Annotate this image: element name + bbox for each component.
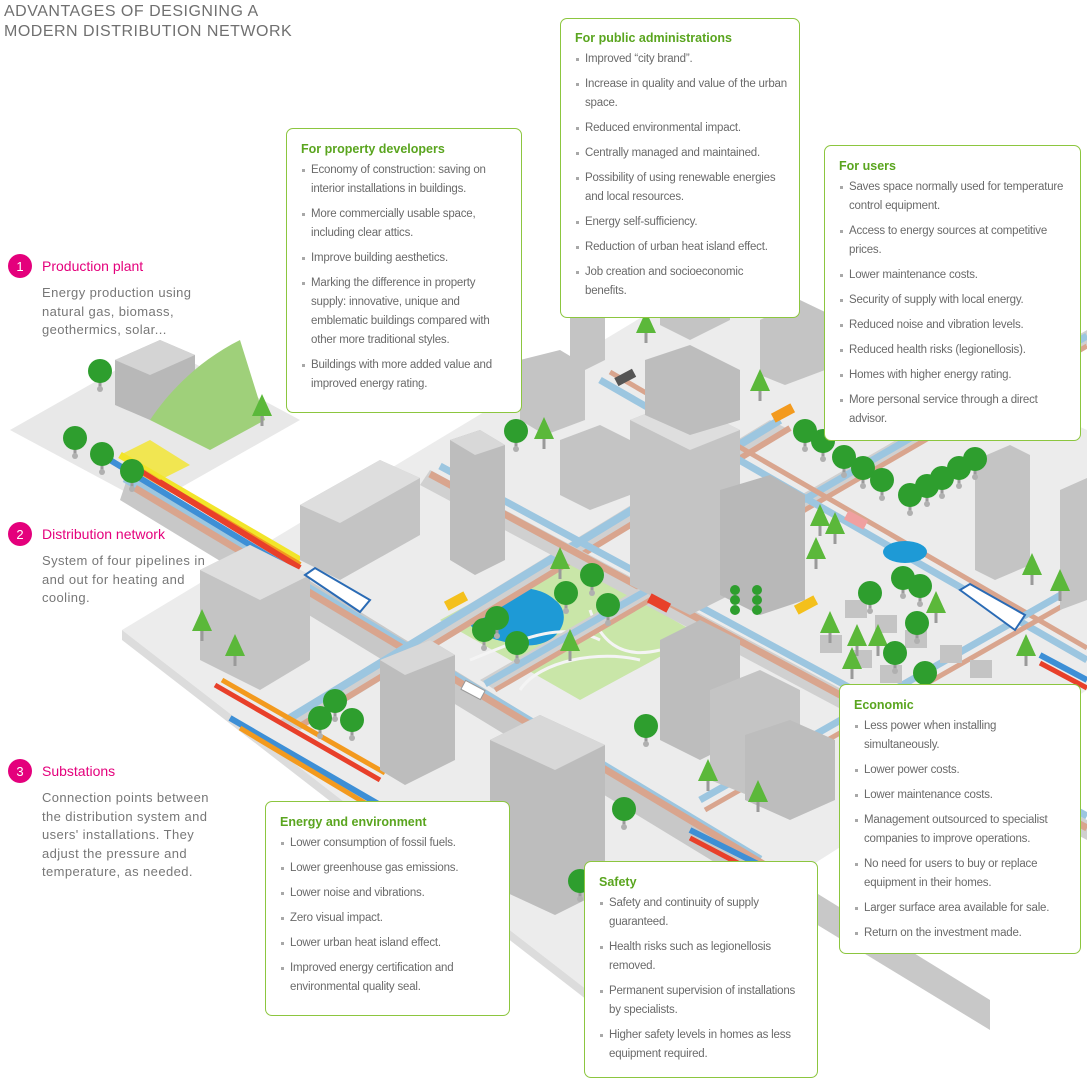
trees (61, 309, 1072, 904)
step-title: Distribution network (42, 526, 165, 542)
step-number-badge: 3 (8, 759, 32, 783)
step-header: 1 Production plant (8, 254, 218, 278)
list-item: Job creation and socioeconomic benefits. (575, 263, 787, 301)
list-item: Lower maintenance costs. (839, 266, 1068, 285)
list-item: Lower maintenance costs. (854, 786, 1068, 805)
list-item: Safety and continuity of supply guarante… (599, 894, 805, 932)
list-item: Lower power costs. (854, 761, 1068, 780)
list-item: Reduced noise and vibration levels. (839, 316, 1068, 335)
page-title: ADVANTAGES OF DESIGNING A MODERN DISTRIB… (4, 2, 324, 42)
list-item: Security of supply with local energy. (839, 291, 1068, 310)
list-item: Improved energy certification and enviro… (280, 959, 497, 997)
page-title-line-2: MODERN DISTRIBUTION NETWORK (4, 23, 293, 40)
card-list: Saves space normally used for temperatur… (839, 178, 1068, 429)
card-list: Economy of construction: saving on inter… (301, 161, 509, 394)
list-item: Higher safety levels in homes as less eq… (599, 1026, 805, 1064)
list-item: Less power when installing simultaneousl… (854, 717, 1068, 755)
page-title-line-1: ADVANTAGES OF DESIGNING A (4, 3, 259, 20)
list-item: Economy of construction: saving on inter… (301, 161, 509, 199)
card-title: For property developers (301, 142, 445, 156)
list-item: Health risks such as legionellosis remov… (599, 938, 805, 976)
step-description: Connection points between the distributi… (42, 790, 209, 879)
list-item: No need for users to buy or replace equi… (854, 855, 1068, 893)
vehicles (303, 368, 1027, 701)
list-item: Buildings with more added value and impr… (301, 356, 509, 394)
list-item: Lower consumption of fossil fuels. (280, 834, 497, 853)
list-item: Access to energy sources at competitive … (839, 222, 1068, 260)
card-users: For users Saves space normally used for … (824, 145, 1081, 441)
step-number-badge: 1 (8, 254, 32, 278)
card-list: Safety and continuity of supply guarante… (599, 894, 805, 1064)
card-title: For public administrations (575, 31, 732, 45)
list-item: Reduced environmental impact. (575, 119, 787, 138)
step-description: System of four pipelines in and out for … (42, 553, 206, 605)
list-item: Energy self-sufficiency. (575, 213, 787, 232)
card-title: For users (839, 159, 896, 173)
step-title: Production plant (42, 258, 144, 274)
card-list: Less power when installing simultaneousl… (854, 717, 1068, 943)
list-item: Marking the difference in property suppl… (301, 274, 509, 350)
list-item: Centrally managed and maintained. (575, 144, 787, 163)
step-title: Substations (42, 763, 116, 779)
list-item: Improved “city brand”. (575, 50, 787, 69)
production-plant-building (115, 340, 265, 480)
card-title: Energy and environment (280, 815, 427, 829)
card-economic: Economic Less power when installing simu… (839, 684, 1081, 954)
list-item: Lower urban heat island effect. (280, 934, 497, 953)
list-item: More commercially usable space, includin… (301, 205, 509, 243)
card-list: Lower consumption of fossil fuels. Lower… (280, 834, 497, 997)
step-header: 2 Distribution network (8, 522, 218, 546)
step-header: 3 Substations (8, 759, 218, 783)
list-item: Management outsourced to specialist comp… (854, 811, 1068, 849)
list-item: Reduction of urban heat island effect. (575, 238, 787, 257)
step-number-badge: 2 (8, 522, 32, 546)
houses (820, 600, 992, 683)
list-item: Lower noise and vibrations. (280, 884, 497, 903)
list-item: Larger surface area available for sale. (854, 899, 1068, 918)
list-item: Zero visual impact. (280, 909, 497, 928)
card-list: Improved “city brand”. Increase in quali… (575, 50, 787, 301)
list-item: Permanent supervision of installations b… (599, 982, 805, 1020)
list-item: Increase in quality and value of the urb… (575, 75, 787, 113)
card-title: Safety (599, 875, 637, 889)
list-item: More personal service through a direct a… (839, 391, 1068, 429)
card-property-developers: For property developers Economy of const… (286, 128, 522, 413)
list-item: Lower greenhouse gas emissions. (280, 859, 497, 878)
step-description: Energy production using natural gas, bio… (42, 285, 192, 337)
step-substations: 3 Substations Connection points between … (8, 759, 218, 882)
card-safety: Safety Safety and continuity of supply g… (584, 861, 818, 1078)
list-item: Improve building aesthetics. (301, 249, 509, 268)
card-energy-environment: Energy and environment Lower consumption… (265, 801, 510, 1016)
step-production-plant: 1 Production plant Energy production usi… (8, 254, 218, 340)
list-item: Homes with higher energy rating. (839, 366, 1068, 385)
list-item: Reduced health risks (legionellosis). (839, 341, 1068, 360)
list-item: Return on the investment made. (854, 924, 1068, 943)
list-item: Possibility of using renewable energies … (575, 169, 787, 207)
list-item: Saves space normally used for temperatur… (839, 178, 1068, 216)
roundabout (883, 541, 927, 563)
step-distribution-network: 2 Distribution network System of four pi… (8, 522, 218, 608)
card-public-administrations: For public administrations Improved “cit… (560, 18, 800, 318)
card-title: Economic (854, 698, 914, 712)
